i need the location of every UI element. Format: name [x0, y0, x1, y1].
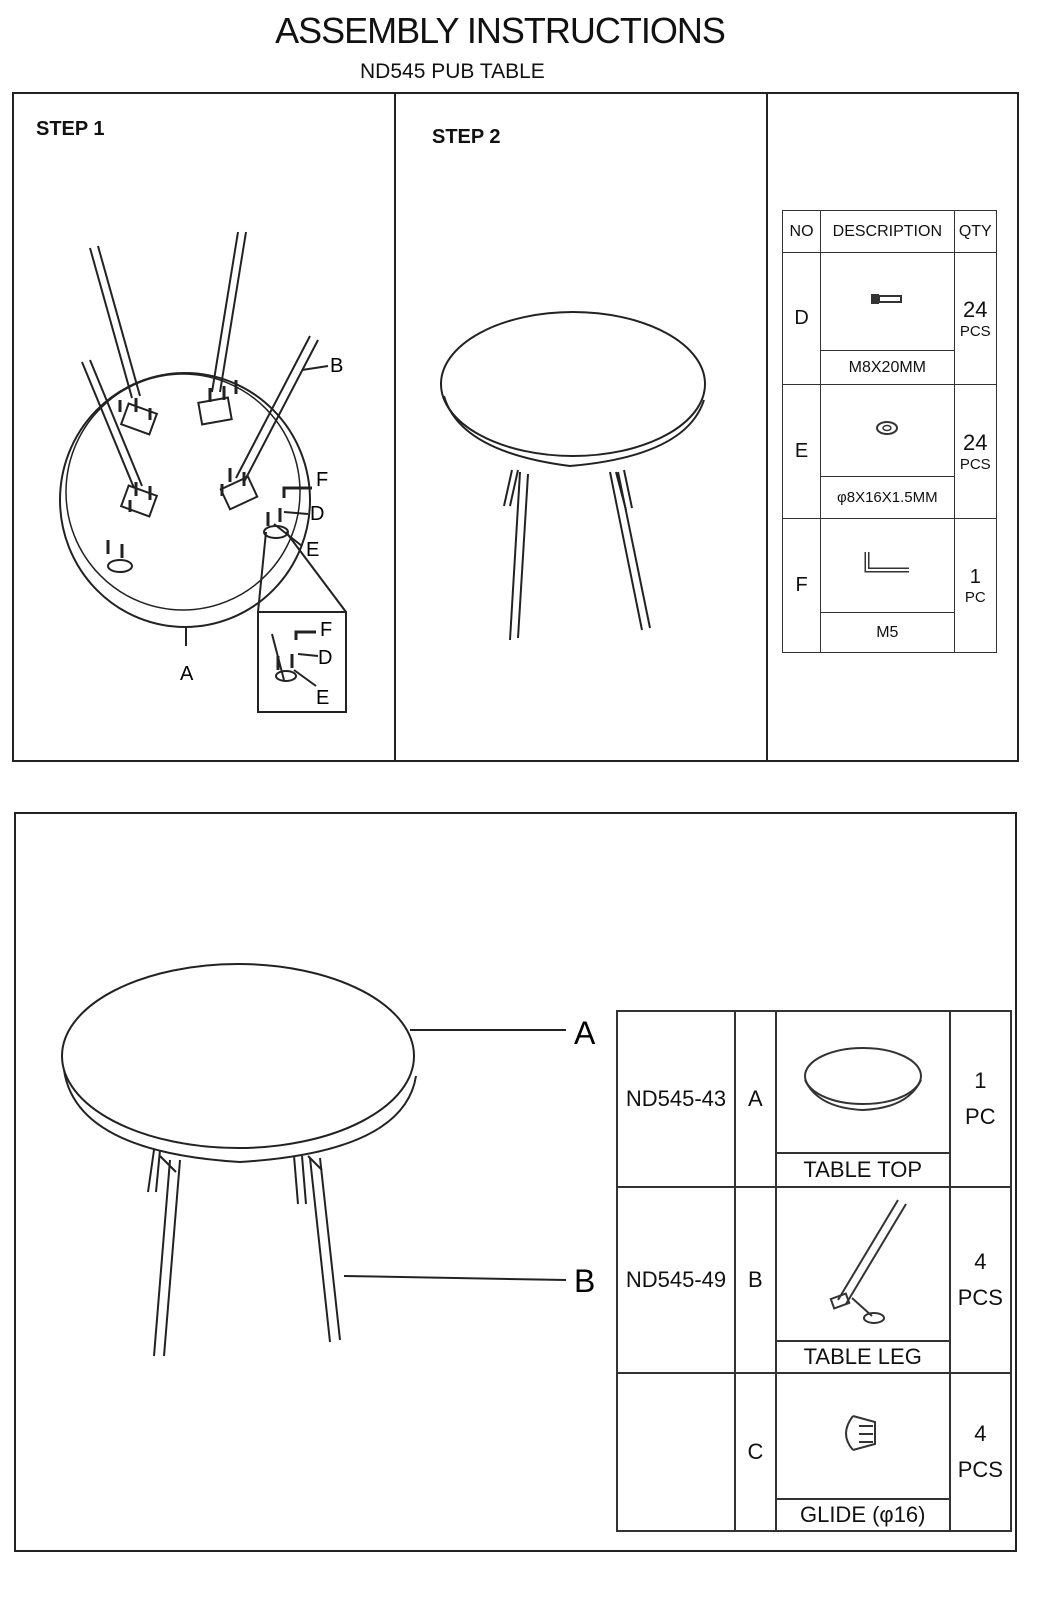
part-qty-b-unit: PCS: [957, 1285, 1003, 1310]
part-qty-a-unit: PC: [965, 1104, 996, 1129]
hardware-desc-f: M5: [820, 612, 955, 653]
hardware-header-description: DESCRIPTION: [820, 210, 955, 253]
hardware-desc-d: M8X20MM: [820, 350, 955, 385]
part-qty-c-unit: PCS: [957, 1457, 1003, 1482]
part-image-a: [774, 1010, 951, 1154]
hardware-image-d: [820, 252, 955, 351]
step-2-label: STEP 2: [432, 126, 501, 148]
top-panel: [12, 92, 1019, 762]
hardware-no-e: E: [781, 384, 822, 519]
inset-callout-d: D: [318, 647, 332, 669]
bolt-icon: [871, 294, 903, 304]
part-qty-b: 4 PCS: [948, 1186, 1013, 1374]
hardware-qty-f-unit: PC: [964, 588, 986, 606]
part-qty-c-value: 4: [974, 1421, 987, 1446]
hardware-qty-f: 1 PC: [953, 518, 998, 653]
allen-key-icon: [864, 552, 910, 573]
part-code-c: [616, 1372, 736, 1532]
leg-3: [81, 359, 143, 489]
glide-icon: [844, 1415, 876, 1451]
tabletop-underside: [59, 372, 311, 628]
washer-icon: [876, 421, 899, 435]
hardware-header-qty: QTY: [953, 210, 998, 253]
hardware-image-f: [820, 518, 955, 613]
part-name-c: GLIDE (φ16): [774, 1498, 951, 1532]
inset-callout-e: E: [316, 687, 329, 709]
hardware-no-d: D: [781, 252, 822, 385]
bottom-panel: [14, 812, 1017, 1552]
part-name-a: TABLE TOP: [774, 1152, 951, 1188]
step-1-label: STEP 1: [36, 118, 105, 140]
panel-divider-2: [766, 92, 768, 762]
inset-callout-f: F: [320, 619, 332, 641]
part-code-a: ND545-43: [616, 1010, 736, 1188]
part-letter-b: B: [733, 1186, 777, 1374]
part-name-b: TABLE LEG: [774, 1340, 951, 1374]
hardware-qty-e-value: 24: [963, 430, 988, 455]
leg-1: [89, 245, 141, 399]
part-image-b: [774, 1186, 951, 1342]
part-letter-c: C: [733, 1372, 777, 1532]
hardware-qty-e-unit: PCS: [959, 456, 991, 473]
panel-divider-1: [394, 92, 396, 762]
hardware-qty-f-value: 1: [969, 565, 981, 588]
table-leg-icon: [829, 1199, 907, 1324]
detail-inset: [257, 611, 347, 713]
part-letter-a: A: [733, 1010, 777, 1188]
table-top-icon: [803, 1047, 922, 1112]
step-1-illustration: B F D E A F D E: [59, 231, 347, 713]
hardware-qty-d-value: 24: [963, 297, 988, 322]
hardware-image-e: [820, 384, 955, 477]
hardware-qty-d-unit: PCS: [959, 323, 991, 340]
part-qty-a: 1 PC: [948, 1010, 1013, 1188]
page-title: ASSEMBLY INSTRUCTIONS: [275, 10, 726, 51]
hardware-table: NO DESCRIPTION QTY D 24 PCS M8X20MM E 24…: [781, 210, 998, 653]
product-subtitle: ND545 PUB TABLE: [360, 60, 545, 83]
hardware-qty-d: 24 PCS: [953, 252, 998, 385]
overview-callout-b: B: [574, 1263, 595, 1299]
part-qty-a-value: 1: [974, 1068, 987, 1093]
step-2-illustration: [440, 311, 706, 641]
callout-f: F: [316, 469, 328, 491]
callout-b: B: [330, 355, 343, 377]
leg-2: [211, 231, 247, 393]
hardware-no-f: F: [781, 518, 822, 653]
hardware-header-no: NO: [781, 210, 822, 253]
callout-d: D: [310, 503, 324, 525]
hardware-desc-e: φ8X16X1.5MM: [820, 476, 955, 519]
part-qty-b-value: 4: [974, 1249, 987, 1274]
parts-table: ND545-43 A 1 PC TABLE TOP ND545-49 B 4 P…: [616, 1010, 1013, 1532]
callout-a: A: [180, 663, 194, 685]
callout-e: E: [306, 539, 319, 561]
part-image-c: [774, 1372, 951, 1500]
leg-4: [235, 335, 319, 483]
overview-illustration: A B: [61, 963, 596, 1357]
hardware-qty-e: 24 PCS: [953, 384, 998, 519]
part-qty-c: 4 PCS: [948, 1372, 1013, 1532]
overview-callout-a: A: [574, 1015, 596, 1051]
part-code-b: ND545-49: [616, 1186, 736, 1374]
